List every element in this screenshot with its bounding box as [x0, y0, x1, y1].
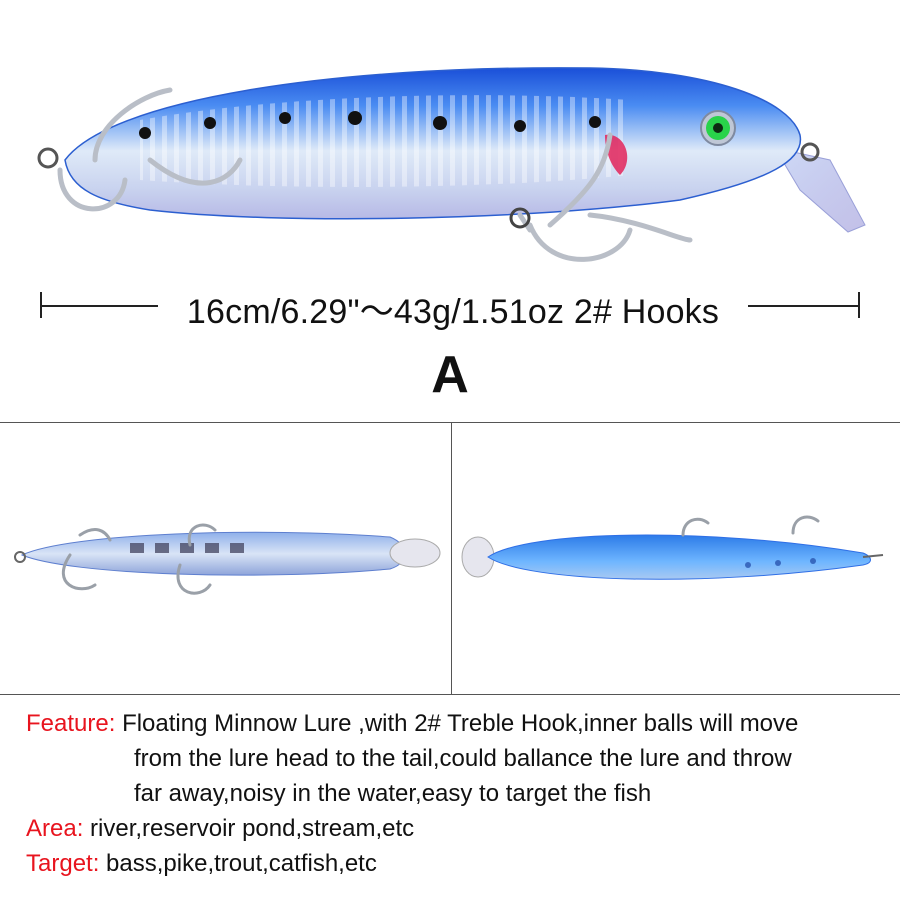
divider-vertical — [451, 422, 452, 694]
target-text: bass,pike,trout,catfish,etc — [106, 850, 377, 877]
feature-row: Feature: Floating Minnow Lure ,with 2# T… — [26, 706, 886, 741]
lure-side-view-photo — [14, 523, 441, 595]
variant-letter: A — [431, 346, 469, 404]
feature-text-line-1: Floating Minnow Lure ,with 2# Treble Hoo… — [122, 710, 799, 737]
divider-top — [0, 422, 900, 423]
feature-text-line-2: from the lure head to the tail,could bal… — [134, 745, 792, 772]
feature-text-line-3: far away,noisy in the water,easy to targ… — [134, 780, 652, 807]
feature-label: Feature: — [26, 710, 116, 737]
target-label: Target: — [26, 850, 100, 877]
size-weight-hook-spec: 16cm/6.29"～43g/1.51oz 2# Hooks — [186, 293, 720, 331]
dimension-line-left — [40, 305, 158, 307]
target-row: Target: bass,pike,trout,catfish,etc — [26, 846, 886, 881]
dimension-tick-right — [858, 292, 860, 318]
divider-bottom — [0, 694, 900, 695]
area-text: river,reservoir pond,stream,etc — [90, 815, 415, 842]
lure-top-view-photo — [461, 515, 884, 580]
main-lure-photo — [37, 67, 866, 262]
size-dimension-row: 16cm/6.29"～43g/1.51oz 2# Hooks — [0, 280, 900, 331]
dimension-line-right — [748, 305, 860, 307]
area-label: Area: — [26, 815, 84, 842]
area-row: Area: river,reservoir pond,stream,etc — [26, 811, 886, 846]
product-description: Feature: Floating Minnow Lure ,with 2# T… — [26, 706, 886, 881]
